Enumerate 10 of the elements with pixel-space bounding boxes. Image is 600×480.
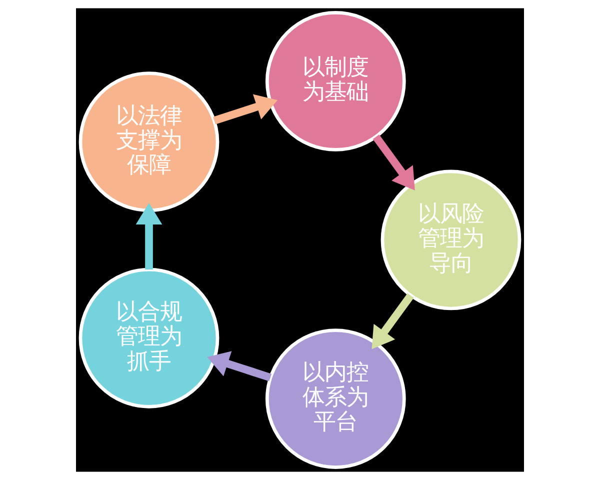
- node-circle: 以合规管理为抓手: [78, 268, 220, 408]
- arrow: [207, 351, 272, 382]
- arrow: [213, 94, 278, 124]
- arrow: [372, 293, 414, 350]
- node-circle: 以风险管理为导向: [380, 170, 522, 310]
- node-circle: 以制度为基础: [265, 11, 406, 152]
- node-circle: 以法律支撑为保障: [78, 72, 220, 212]
- arrow: [136, 202, 162, 270]
- arrow: [372, 134, 415, 190]
- node-circle: 以内控体系为平台: [265, 328, 406, 469]
